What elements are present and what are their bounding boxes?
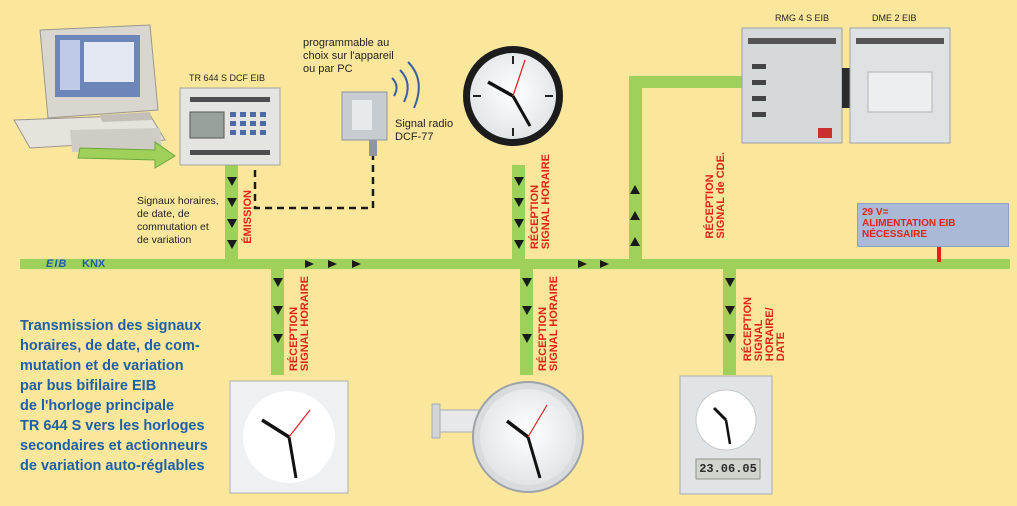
power-voltage: 29 V= (862, 207, 889, 218)
pc-illustration (13, 24, 166, 152)
reception-right-label: RÉCEPTION SIGNAL HORAIRE/ DATE (742, 297, 787, 362)
tr644-label: TR 644 S DCF EIB (189, 73, 266, 83)
programmable-note: programmable au choix sur l'appareil ou … (303, 37, 394, 75)
dme-dimmer (849, 27, 951, 144)
bus-branch-left (271, 265, 284, 375)
eib-logo: EIB (46, 258, 68, 270)
square-wall-clock (229, 380, 349, 494)
emission-label: ÉMISSION (242, 190, 254, 244)
dcf77-antenna (341, 91, 388, 156)
rmg-label: RMG 4 S EIB (775, 13, 830, 23)
power-line2: ALIMENTATION EIB (862, 218, 956, 229)
bus-branch-cde-horizontal (629, 76, 749, 88)
branch-arrows (227, 177, 735, 343)
description-text: Transmission des signaux horaires, de da… (20, 318, 208, 474)
power-supply-box: 29 V= ALIMENTATION EIB NÉCESSAIRE (857, 203, 1009, 247)
radio-signal-label: Signal radio DCF-77 (395, 118, 454, 143)
power-line3: NÉCESSAIRE (862, 229, 928, 240)
digital-analog-clock (679, 375, 773, 495)
radio-link-dashed (253, 155, 375, 210)
power-connector (937, 244, 941, 262)
reception-top-clock-label: RÉCEPTION SIGNAL HORAIRE (529, 154, 552, 250)
reception-left-label: RÉCEPTION SIGNAL HORAIRE (288, 276, 311, 372)
top-wall-clock (463, 46, 563, 146)
digital-date-display: 23.06.05 (699, 462, 757, 476)
bus-branch-cde-vertical (629, 76, 642, 266)
tr644-device (179, 87, 281, 166)
reception-mid-label: RÉCEPTION SIGNAL HORAIRE (537, 276, 560, 372)
signals-note: Signaux horaires, de date, de commutatio… (137, 195, 219, 246)
radio-wave-icon (391, 61, 420, 109)
bus-branch-mid (520, 265, 533, 375)
rmg-actuator (741, 27, 850, 144)
reception-cde-label: RÉCEPTION SIGNAL de CDE. (704, 152, 727, 239)
knx-label: KNX (82, 258, 106, 270)
bus-branch-right (723, 265, 736, 375)
double-sided-clock (431, 381, 584, 493)
dme-label: DME 2 EIB (872, 13, 917, 23)
pc-arrow (77, 141, 176, 169)
